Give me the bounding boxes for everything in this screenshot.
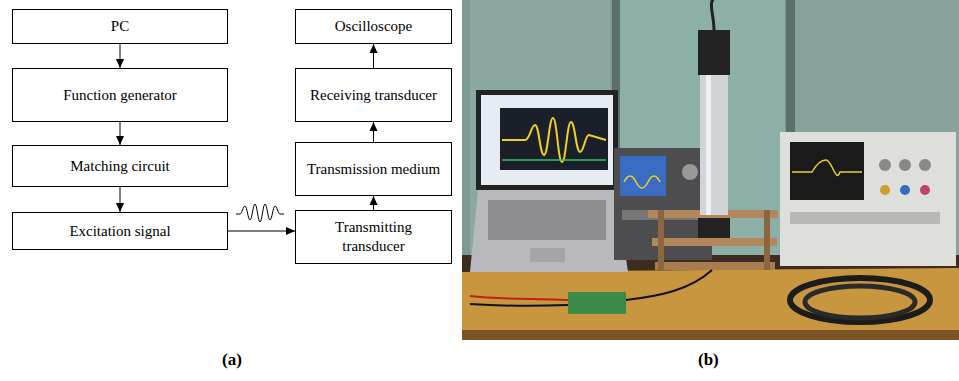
arrow-connector bbox=[116, 122, 124, 145]
process-box: Function generator bbox=[12, 68, 228, 122]
process-box: Oscilloscope bbox=[295, 9, 452, 44]
box-label: Transmitting transducer bbox=[302, 218, 445, 256]
process-box: Transmission medium bbox=[295, 142, 452, 196]
box-label: Matching circuit bbox=[70, 157, 170, 176]
process-box: Transmitting transducer bbox=[295, 210, 452, 264]
box-label: Excitation signal bbox=[69, 222, 170, 241]
process-box: Excitation signal bbox=[12, 212, 228, 250]
wave-symbol bbox=[236, 204, 284, 222]
box-label: Transmission medium bbox=[307, 160, 440, 179]
box-label: Oscilloscope bbox=[335, 17, 412, 36]
box-label: PC bbox=[111, 17, 129, 36]
arrow-connector bbox=[116, 187, 124, 212]
box-label: Receiving transducer bbox=[310, 86, 437, 105]
arrow-connector bbox=[116, 44, 124, 68]
process-box: PC bbox=[12, 9, 228, 44]
arrow-connector bbox=[228, 227, 295, 235]
arrow-connector bbox=[370, 44, 378, 68]
process-box: Receiving transducer bbox=[295, 68, 452, 122]
box-label: Function generator bbox=[63, 86, 177, 105]
arrow-connector bbox=[370, 196, 378, 210]
panel-label: (b) bbox=[698, 350, 719, 370]
arrow-connector bbox=[370, 122, 378, 142]
panel-label: (a) bbox=[222, 350, 242, 370]
process-box: Matching circuit bbox=[12, 145, 228, 187]
